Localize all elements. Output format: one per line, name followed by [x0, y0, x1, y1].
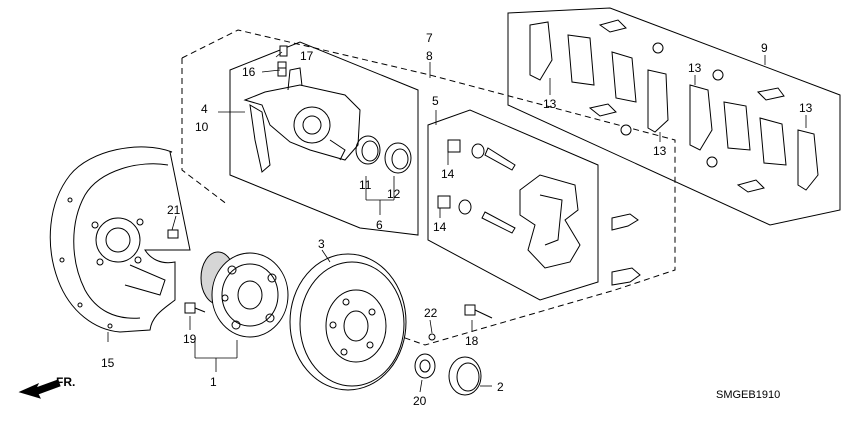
callout-13-c: 13: [688, 61, 702, 75]
spindle-nut: [414, 353, 436, 379]
brake-disc: [289, 253, 407, 391]
callout-20: 20: [413, 394, 427, 408]
callout-labels: 1 2 3 4 10 5 6 7 8 9 11 12 13 13 13 13 1…: [101, 31, 813, 408]
callout-8: 8: [426, 49, 433, 63]
callout-15: 15: [101, 356, 115, 370]
pad-clip: [611, 213, 641, 286]
callout-6: 6: [376, 218, 383, 232]
callout-7: 7: [426, 31, 433, 45]
front-label: FR.: [56, 375, 75, 389]
leader-lines: [107, 51, 807, 393]
hub-cap: [448, 356, 482, 396]
callout-3: 3: [318, 237, 325, 251]
bleeder-cap: [279, 45, 288, 57]
hub-bearing: [200, 251, 289, 338]
front-arrow-icon: [18, 379, 61, 399]
assembly-frame-dashed-left: [181, 58, 229, 206]
guide-pin-lower: [437, 195, 516, 234]
brake-pad-set: [529, 21, 819, 191]
callout-22: 22: [424, 306, 438, 320]
caliper-bracket: [519, 174, 581, 269]
disc-screw: [428, 333, 436, 341]
diagram-code: SMGEB1910: [716, 389, 780, 401]
caliper-body: [243, 67, 361, 173]
callout-16: 16: [242, 65, 256, 79]
callout-14-b: 14: [433, 220, 447, 234]
pad-group-frame: [507, 7, 841, 226]
splash-shield: [49, 146, 191, 333]
pad-shim-clips: [588, 19, 785, 193]
piston-seal: [355, 135, 381, 165]
callout-2: 2: [497, 380, 504, 394]
hub-bolt: [184, 302, 206, 314]
callout-13-a: 13: [543, 97, 557, 111]
callout-17: 17: [300, 49, 314, 63]
piston-boot: [384, 142, 412, 174]
caliper-group-frame: [229, 41, 419, 236]
callout-5: 5: [432, 94, 439, 108]
callout-14-a: 14: [441, 167, 455, 181]
guide-pin-upper: [447, 139, 516, 171]
pad-bolts: [620, 42, 724, 168]
bracket-group-frame: [427, 109, 599, 301]
callout-4: 4: [201, 102, 208, 116]
callout-19: 19: [183, 332, 197, 346]
callout-11: 11: [359, 178, 372, 192]
callout-13-d: 13: [799, 101, 813, 115]
callout-12: 12: [387, 187, 401, 201]
callout-21: 21: [167, 203, 181, 217]
front-direction-indicator: FR.: [18, 375, 75, 399]
callout-9: 9: [761, 41, 768, 55]
shield-bolt: [167, 229, 179, 239]
callout-13-b: 13: [653, 144, 667, 158]
callout-10: 10: [195, 120, 209, 134]
callout-18: 18: [465, 334, 479, 348]
bleeder-screw: [277, 61, 287, 77]
assembly-frame-dashed: [181, 29, 676, 346]
bracket-bolt: [464, 304, 493, 319]
callout-1: 1: [210, 375, 217, 389]
